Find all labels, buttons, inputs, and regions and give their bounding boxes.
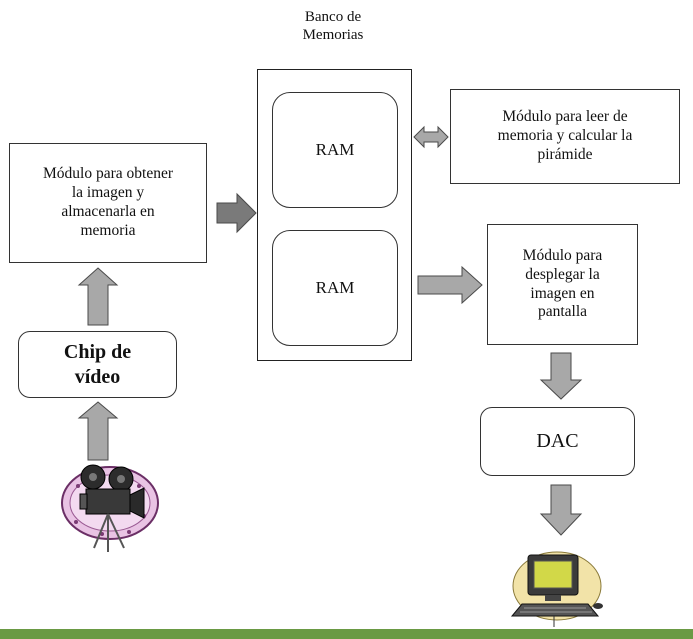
- arrow-memory-to-display: [417, 265, 483, 305]
- arrow-dac-to-computer: [539, 484, 583, 536]
- computer-icon: [510, 551, 603, 627]
- ram-top-label: RAM: [315, 139, 355, 159]
- ram-block-bottom: RAM: [272, 230, 398, 346]
- memory-bank-title: Banco de Memorias: [302, 9, 364, 44]
- video-chip-label: Chip de vídeo: [63, 341, 132, 388]
- dac: DAC: [480, 407, 635, 476]
- video-chip: Chip de vídeo: [18, 331, 177, 398]
- dac-label: DAC: [536, 430, 579, 453]
- pyramid-module: Módulo para leer de memoria y calcular l…: [450, 89, 680, 184]
- arrow-camera-to-chip: [77, 401, 119, 461]
- arrow-display-to-dac: [539, 352, 583, 400]
- display-image-module: Módulo para desplegar la imagen en panta…: [487, 224, 638, 345]
- arrow-memory-pyramid-bidirectional: [413, 125, 449, 149]
- arrow-acquire-to-memory: [216, 192, 257, 234]
- display-image-module-label: Módulo para desplegar la imagen en panta…: [522, 246, 603, 321]
- movie-camera-icon: [61, 464, 159, 552]
- ram-bottom-label: RAM: [315, 277, 355, 297]
- ram-block-top: RAM: [272, 92, 398, 208]
- arrow-chip-to-acquire: [77, 267, 119, 326]
- acquire-image-module-label: Módulo para obtener la imagen y almacena…: [43, 165, 173, 239]
- acquire-image-module: Módulo para obtener la imagen y almacena…: [9, 143, 207, 263]
- bottom-border-bar: [0, 629, 693, 639]
- pyramid-module-label: Módulo para leer de memoria y calcular l…: [497, 108, 633, 163]
